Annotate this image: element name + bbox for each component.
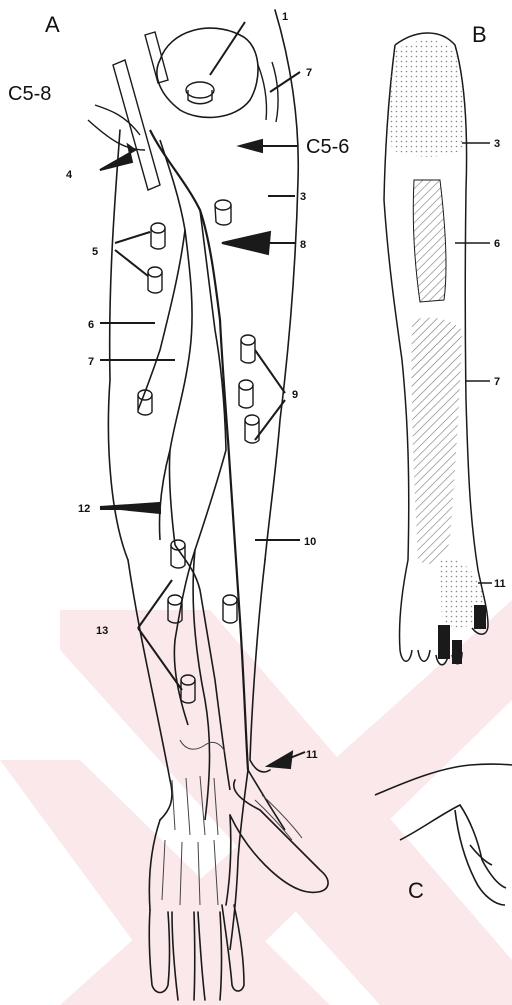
label-a-5: 5 bbox=[92, 246, 98, 258]
label-a-11: 11 bbox=[306, 749, 318, 761]
root-label-c5-8: C5-8 bbox=[8, 83, 51, 105]
label-a-10: 10 bbox=[304, 536, 316, 548]
label-b-6: 6 bbox=[494, 238, 500, 250]
label-a-13: 13 bbox=[96, 625, 108, 637]
label-a-8: 8 bbox=[300, 239, 306, 251]
shoulder-outline bbox=[157, 28, 258, 117]
label-a-4: 4 bbox=[66, 169, 73, 181]
label-a-7: 7 bbox=[88, 356, 94, 368]
label-b-7: 7 bbox=[494, 376, 500, 388]
panel-a-vessels bbox=[88, 32, 278, 703]
label-a-1: 1 bbox=[282, 11, 288, 23]
label-a-12: 12 bbox=[78, 503, 90, 515]
label-a-6: 6 bbox=[88, 319, 94, 331]
label-b-3: 3 bbox=[494, 138, 500, 150]
label-a-2: 7 bbox=[306, 67, 312, 79]
panel-label-b: B bbox=[472, 22, 487, 47]
panel-b-shading bbox=[390, 40, 486, 664]
root-label-c5-6: C5-6 bbox=[306, 136, 349, 158]
panel-label-a: A bbox=[45, 12, 60, 37]
upper-arm-right bbox=[265, 10, 298, 560]
label-a-3: 3 bbox=[300, 191, 306, 203]
label-a-9: 9 bbox=[292, 389, 298, 401]
panel-label-c: C bbox=[408, 878, 424, 903]
label-b-11: 11 bbox=[494, 578, 506, 590]
upper-arm-left bbox=[108, 130, 128, 560]
